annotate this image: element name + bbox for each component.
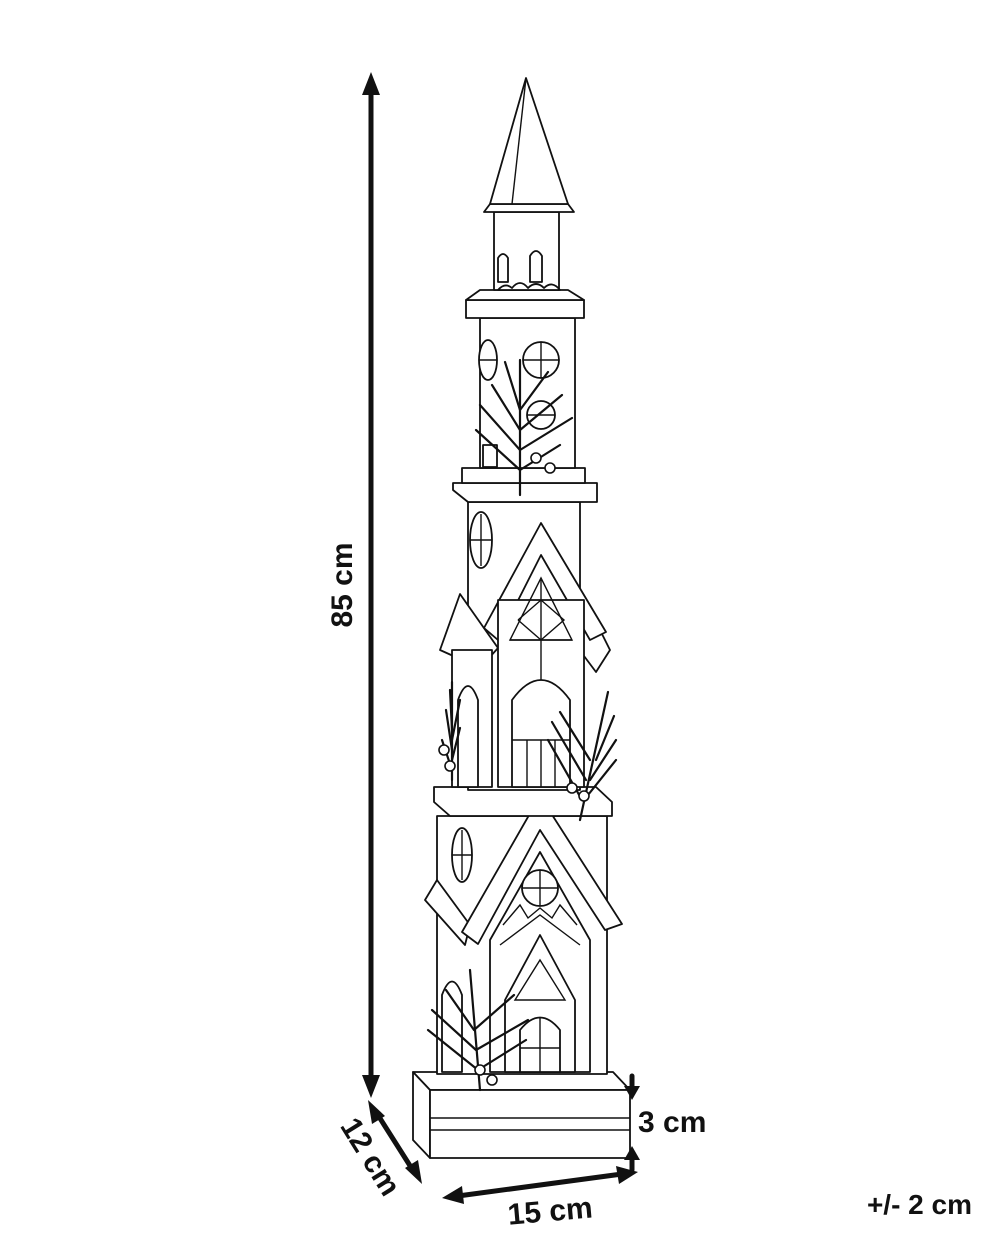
church-tower-illustration xyxy=(412,77,631,1159)
pine-branch-icon xyxy=(426,358,618,1092)
height-label: 85 cm xyxy=(326,542,359,627)
depth-label: 12 cm xyxy=(334,1112,407,1202)
spire xyxy=(489,77,569,205)
middle-house xyxy=(439,501,611,791)
height-dimension-arrow xyxy=(362,72,380,1098)
belfry xyxy=(483,203,575,291)
lower-house xyxy=(424,795,623,1075)
upper-shelf xyxy=(452,482,598,503)
tolerance-label: +/- 2 cm xyxy=(867,1189,972,1220)
base-plinth xyxy=(412,1071,631,1159)
base-height-label: 3 cm xyxy=(638,1106,706,1139)
upper-tower xyxy=(465,289,585,469)
depth-dimension-arrow xyxy=(368,1100,422,1184)
middle-shelf xyxy=(433,786,613,817)
width-label: 15 cm xyxy=(506,1191,594,1231)
base-height-dimension-arrows xyxy=(624,1073,640,1173)
